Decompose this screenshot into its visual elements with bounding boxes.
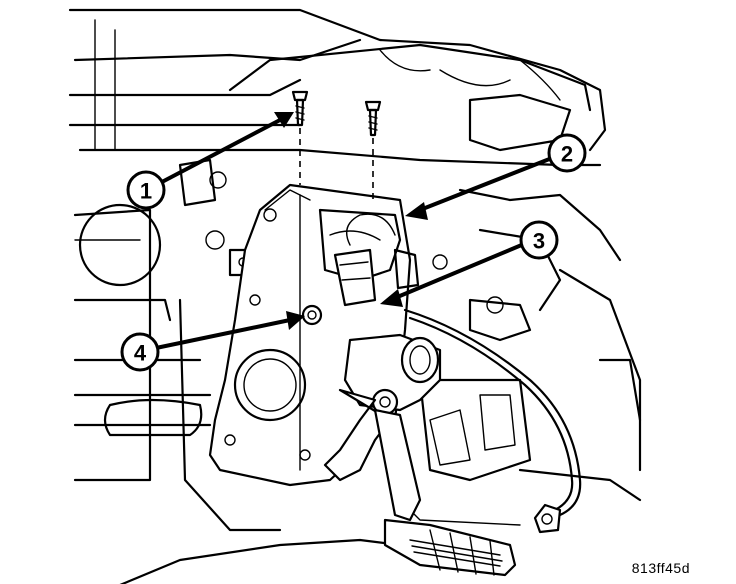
figure-id-label: 813ff45d [631, 560, 690, 576]
callout-1: 1 [126, 112, 294, 210]
callout-4: 4 [120, 311, 305, 372]
structure-right [119, 188, 642, 584]
callout-3: 3 [380, 220, 559, 307]
callout-3-label: 3 [533, 229, 545, 254]
sensor-cable [403, 308, 582, 534]
mounting-screws [291, 90, 382, 200]
dash-panel-upper [68, 8, 607, 167]
callout-1-label: 1 [140, 179, 152, 204]
mounting-nut [301, 304, 323, 326]
pedal-position-sensor [333, 213, 420, 307]
callout-2-label: 2 [561, 142, 573, 167]
callout-2: 2 [405, 133, 587, 220]
callout-4-label: 4 [134, 341, 147, 366]
pedal-arm [323, 333, 517, 577]
